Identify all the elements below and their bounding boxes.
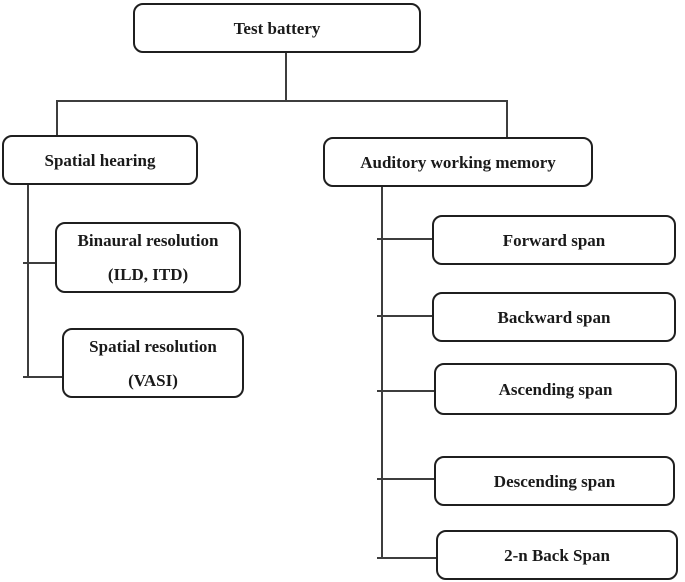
node-auditory-working-memory: Auditory working memory — [323, 137, 593, 187]
node-spatial-hearing: Spatial hearing — [2, 135, 198, 185]
connector-main-horizontal — [56, 100, 508, 102]
connector-right-spine — [381, 187, 383, 559]
node-spatial-resolution: Spatial resolution (VASI) — [62, 328, 244, 398]
connector-stub-backward-span — [377, 315, 433, 317]
node-forward-span-label: Forward span — [502, 230, 606, 250]
node-spatial-resolution-line2: (VASI) — [128, 370, 178, 390]
node-spatial-resolution-line1: Spatial resolution — [89, 336, 217, 356]
node-auditory-working-memory-label: Auditory working memory — [360, 152, 556, 172]
node-ascending-span: Ascending span — [434, 363, 677, 415]
node-binaural-resolution-line2: (ILD, ITD) — [107, 265, 189, 284]
connector-stub-ascending-span — [377, 390, 435, 392]
node-test-battery: Test battery — [133, 3, 421, 53]
connector-stub-spatial-resolution — [23, 376, 63, 378]
node-spatial-hearing-label: Spatial hearing — [44, 150, 156, 170]
connector-stub-2n-back-span — [377, 557, 437, 559]
connector-root-down — [285, 53, 287, 102]
node-2n-back-span: 2-n Back Span — [436, 530, 678, 580]
node-descending-span: Descending span — [434, 456, 675, 506]
node-backward-span: Backward span — [432, 292, 676, 342]
connector-left-spine — [27, 185, 29, 378]
connector-stub-forward-span — [377, 238, 433, 240]
connector-right-branch-down — [506, 100, 508, 138]
node-descending-span-label: Descending span — [493, 471, 616, 491]
connector-left-branch-down — [56, 100, 58, 136]
connector-stub-descending-span — [377, 478, 435, 480]
node-forward-span: Forward span — [432, 215, 676, 265]
node-binaural-resolution: Binaural resolution (ILD, ITD) — [55, 222, 241, 293]
node-ascending-span-label: Ascending span — [498, 379, 613, 399]
node-test-battery-label: Test battery — [233, 18, 321, 38]
connector-stub-binaural — [23, 262, 56, 264]
node-2n-back-span-label: 2-n Back Span — [504, 545, 610, 565]
node-backward-span-label: Backward span — [497, 307, 611, 327]
node-binaural-resolution-line1: Binaural resolution — [77, 231, 219, 250]
